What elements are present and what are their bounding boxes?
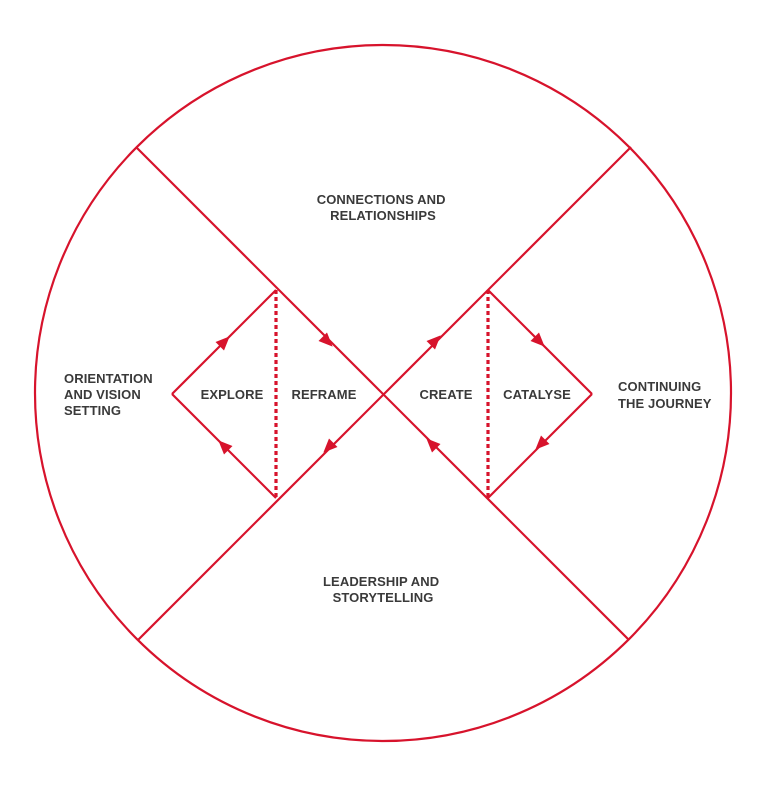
phase-label-catalyse: CATALYSE: [503, 387, 571, 402]
section-label-bottom-line2: STORYTELLING: [333, 590, 434, 605]
section-label-bottom: LEADERSHIP AND STORYTELLING: [323, 574, 443, 605]
arrow-explore-back-icon: [218, 440, 233, 455]
phase-label-explore: EXPLORE: [201, 387, 264, 402]
section-label-left-line1: ORIENTATION: [64, 371, 153, 386]
outer-circle: [33, 43, 733, 743]
phase-label-reframe: REFRAME: [292, 387, 357, 402]
section-label-top-line2: RELATIONSHIPS: [330, 208, 436, 223]
section-label-right-line1: CONTINUING: [618, 379, 701, 394]
arrow-catalyse-back-icon: [535, 435, 550, 450]
arrow-explore-up-icon: [215, 336, 230, 351]
section-label-left-line2: AND VISION: [64, 387, 141, 402]
section-label-right: CONTINUING THE JOURNEY: [618, 379, 712, 411]
arrow-reframe-down-icon: [318, 332, 333, 347]
arrow-reframe-back-icon: [323, 438, 338, 453]
section-label-right-line2: THE JOURNEY: [618, 396, 712, 411]
arrow-create-up-icon: [426, 335, 441, 350]
section-label-top: CONNECTIONS AND RELATIONSHIPS: [317, 192, 450, 223]
section-label-left: ORIENTATION AND VISION SETTING: [64, 371, 156, 418]
section-label-top-line1: CONNECTIONS AND: [317, 192, 446, 207]
cross-line-ascending: [137, 146, 632, 641]
arrow-create-back-icon: [426, 438, 441, 453]
section-label-bottom-line1: LEADERSHIP AND: [323, 574, 439, 589]
section-label-left-line3: SETTING: [64, 403, 121, 418]
cross-line-descending: [135, 146, 630, 641]
phase-label-create: CREATE: [419, 387, 472, 402]
arrow-catalyse-down-icon: [530, 332, 545, 347]
